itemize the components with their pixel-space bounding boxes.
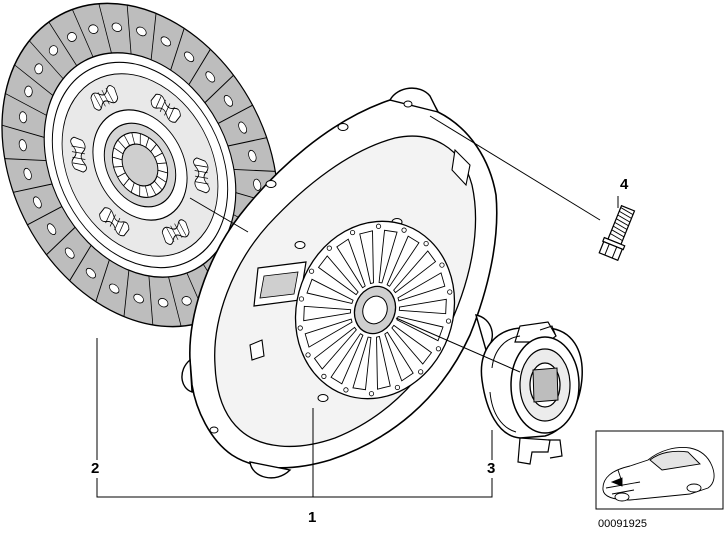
callout-disc: 2 (91, 460, 99, 477)
clutch-disc-icon[interactable] (0, 0, 332, 375)
callout-bolt: 4 (620, 176, 629, 193)
pressure-plate-icon[interactable] (181, 87, 498, 479)
vehicle-thumbnail (595, 430, 724, 510)
release-bearing-icon[interactable] (480, 321, 583, 465)
callout-kit: 1 (308, 509, 316, 526)
car-silhouette-icon (602, 447, 715, 502)
callout-bearing: 3 (487, 460, 495, 477)
hex-bolt-icon[interactable] (598, 204, 638, 262)
leader-lines (96, 115, 619, 498)
drawing-number: 00091925 (598, 518, 647, 530)
